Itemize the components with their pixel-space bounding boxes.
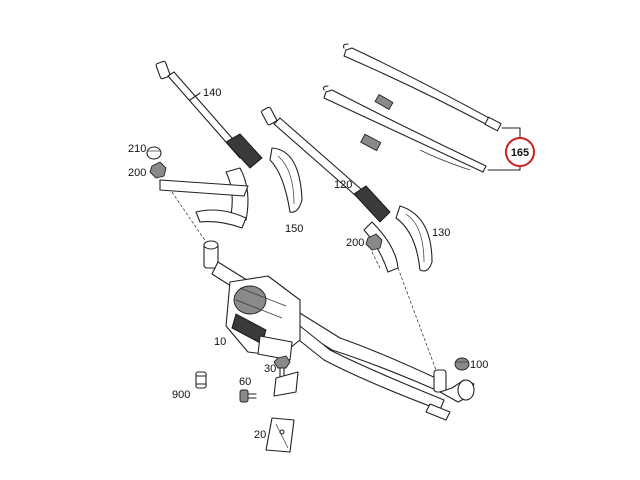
label-150[interactable]: 150 [285,223,303,235]
nut-left[interactable] [149,161,167,179]
label-210[interactable]: 210 [128,143,146,155]
wiper-arm-cap-right[interactable] [395,205,433,272]
wiper-blades-set[interactable] [322,43,521,173]
nut-right[interactable] [365,233,383,251]
label-900[interactable]: 900 [172,389,190,401]
mount-plate [273,371,299,397]
label-60[interactable]: 60 [239,376,251,388]
cap-small[interactable] [146,146,162,160]
wiper-arm-cap-left[interactable] [269,147,303,213]
label-120[interactable]: 120 [334,179,352,191]
wiper-linkage-motor[interactable] [159,179,475,421]
label-30[interactable]: 30 [264,363,276,375]
label-140[interactable]: 140 [203,87,221,99]
label-20[interactable]: 20 [254,429,266,441]
wiper-arm-right[interactable] [260,106,399,273]
label-165[interactable]: 165 [511,147,529,159]
bolt-mid[interactable] [273,355,291,381]
callout-165-highlight [505,137,535,167]
screw[interactable] [239,389,257,403]
wiper-arm-left[interactable] [155,60,263,221]
label-200-right[interactable]: 200 [346,237,364,249]
label-200-left[interactable]: 200 [128,167,146,179]
label-130[interactable]: 130 [432,227,450,239]
grommet[interactable] [454,357,470,371]
bolt-left[interactable] [195,371,207,389]
label-100[interactable]: 100 [470,359,488,371]
label-10[interactable]: 10 [214,336,226,348]
bracket[interactable] [265,417,295,453]
